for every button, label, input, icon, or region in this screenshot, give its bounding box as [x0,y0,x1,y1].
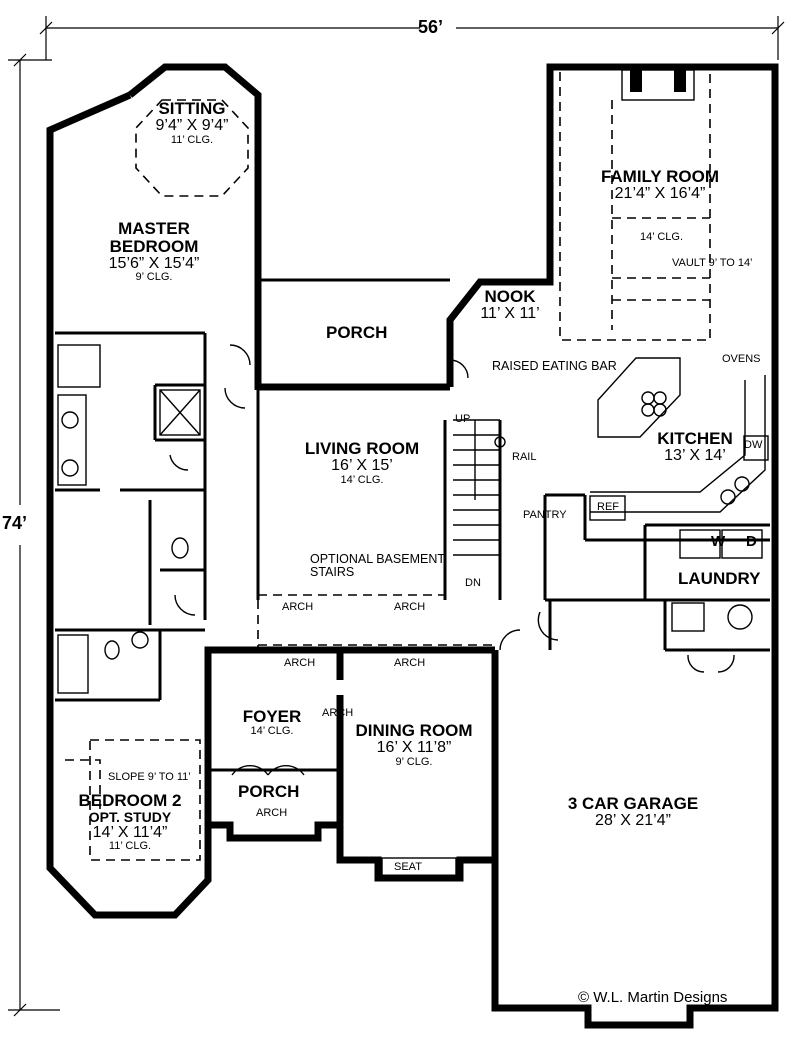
room-foyer: FOYER 14’ CLG. [230,708,314,737]
room-ceiling: 9’ CLG. [395,755,433,768]
room-kitchen: KITCHEN 13’ X 14’ [655,430,735,465]
room-ceiling: 14’ CLG. [340,473,384,486]
room-name: 3 CAR GARAGE [567,794,699,813]
arch-label: ARCH [394,657,426,669]
room-name: KITCHEN [657,429,733,448]
arch-label: ARCH [322,707,354,719]
room-living: LIVING ROOM 16’ X 15’ 14’ CLG. [292,440,432,486]
room-laundry: LAUNDRY [678,569,761,588]
room-name-line2: BEDROOM [109,236,199,256]
room-family: FAMILY ROOM 21’4” X 16’4” [590,168,730,203]
depth-dimension: 74’ [2,513,28,533]
dashed-outlines [65,72,711,861]
family-vault-note: VAULT 9’ TO 14’ [672,257,753,269]
room-porch-rear: PORCH [326,323,388,342]
room-ceiling: 11’ CLG. [170,133,214,146]
refrigerator-label: REF [597,501,619,513]
ovens-label: OVENS [722,353,761,365]
interior-walls [55,331,770,770]
bedroom2-slope-note: SLOPE 9’ TO 11’ [108,771,191,783]
arch-label: ARCH [284,657,316,669]
room-ceiling: 14’ CLG. [250,724,294,737]
room-size: 14’ X 11’4” [92,823,168,841]
room-name-line2: OPT. STUDY [88,808,172,825]
room-size: 21’4” X 16’4” [614,184,706,202]
arch-label: ARCH [282,601,314,613]
room-garage: 3 CAR GARAGE 28’ X 21’4” [548,795,718,830]
room-size: 28’ X 21’4” [595,811,671,829]
width-dimension-line [39,16,785,60]
family-ceiling: 14’ CLG. [640,231,684,243]
room-size: 15’6” X 15’4” [108,254,200,272]
room-nook: NOOK 11’ X 11’ [470,288,550,323]
stairs-up-label: UP [455,413,471,425]
room-name-line1: BEDROOM 2 [78,791,182,810]
room-name: FOYER [242,707,302,726]
room-size: 11’ X 11’ [480,304,540,322]
room-name: FAMILY ROOM [600,167,720,186]
washer-label: W [711,533,726,550]
dryer-label: D [746,533,757,550]
room-master-bedroom: MASTER BEDROOM 15’6” X 15’4” 9’ CLG. [84,220,224,284]
room-name: SITTING [158,99,226,118]
seat-label: SEAT [394,861,422,873]
room-ceiling: 9’ CLG. [135,271,173,284]
room-name: DINING ROOM [355,721,473,740]
dishwasher-label: DW [744,439,763,451]
room-ceiling: 11’ CLG. [108,840,152,853]
fixtures [57,69,769,879]
room-dining: DINING ROOM 16’ X 11’8” 9’ CLG. [345,722,483,768]
depth-dimension-line [8,53,60,1017]
copyright: © W.L. Martin Designs [578,989,728,1006]
basement-stairs-label: OPTIONAL BASEMENT STAIRS [310,552,445,580]
pantry-label: PANTRY [523,509,567,521]
room-bedroom2: BEDROOM 2 OPT. STUDY 14’ X 11’4” 11’ CLG… [65,792,195,853]
room-size: 13’ X 14’ [664,446,726,464]
arch-label: ARCH [394,601,426,613]
room-name: LIVING ROOM [304,439,420,458]
width-dimension: 56’ [418,17,444,37]
room-name: NOOK [484,287,536,306]
room-sitting: SITTING 9’4” X 9’4” 11’ CLG. [138,100,246,146]
room-name-line1: MASTER [118,219,190,238]
exterior-walls [46,63,779,1029]
eating-bar-label: RAISED EATING BAR [492,359,617,373]
room-size: 16’ X 11’8” [376,738,452,756]
rail-label: RAIL [512,451,537,463]
stairs-down-label: DN [465,577,481,589]
room-porch-front: PORCH [238,782,300,801]
room-size: 16’ X 15’ [331,456,393,474]
arch-label: ARCH [256,807,288,819]
room-size: 9’4” X 9’4” [155,116,229,134]
